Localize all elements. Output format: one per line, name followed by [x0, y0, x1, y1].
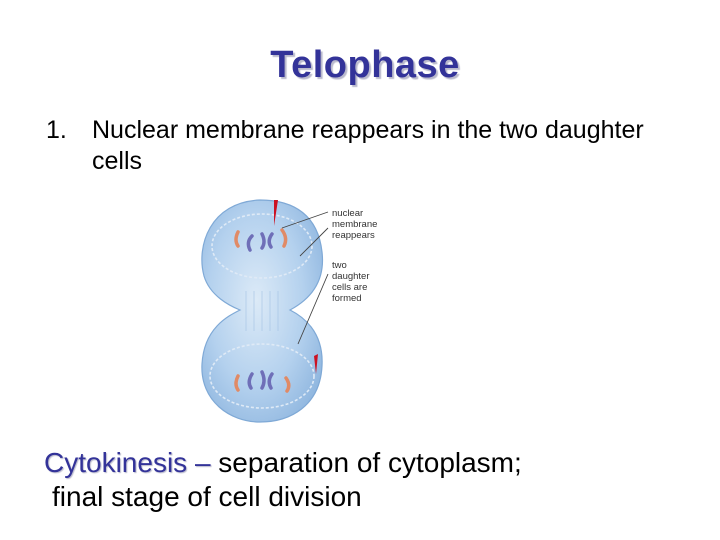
list-text: Nuclear membrane reappears in the two da… — [92, 116, 644, 175]
label-nuclear-membrane: nuclear membrane reappears — [332, 208, 378, 241]
bottom-nuclear-membrane — [209, 343, 315, 409]
cytokinesis-term: Cytokinesis – — [44, 447, 211, 478]
membrane-marker — [274, 200, 278, 226]
top-nuclear-membrane — [211, 213, 313, 279]
label-two-daughter-cells: two daughter cells are formed — [332, 260, 370, 304]
telophase-cell-illustration — [201, 199, 329, 423]
telophase-diagram: nuclear membrane reappears two daughter … — [190, 196, 400, 424]
cytokinesis-definition: Cytokinesis – separation of cytoplasm; f… — [44, 446, 704, 514]
cytokinesis-definition-line2: final stage of cell division — [52, 481, 362, 512]
list-number: 1. — [46, 116, 67, 144]
slide-title: Telophase — [270, 44, 460, 86]
cytokinesis-definition-text: separation of cytoplasm; — [210, 447, 522, 478]
cleavage-marker — [314, 354, 318, 374]
